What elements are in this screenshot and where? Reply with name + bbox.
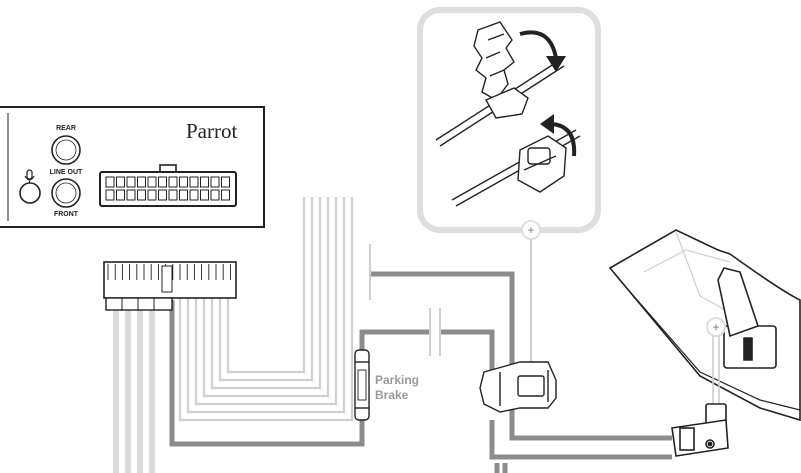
socket-pin [158,189,167,201]
inline-fuse [354,349,370,421]
socket-pin [126,189,136,201]
rotate-arrow-back-icon [551,122,577,157]
socket-pin [126,176,136,188]
socket-pin [137,189,146,201]
handbrake-console [608,229,801,422]
rotate-arrow-icon [519,30,558,59]
socket-pin [147,176,157,188]
socket-pin [189,176,199,188]
plus-badge-inset: + [528,225,534,237]
parking-brake-label-2: Brake [375,388,409,402]
dark-wires [169,271,672,473]
socket-pin [158,176,167,188]
plus-badge-handbrake: + [713,322,719,334]
socket-pin [210,189,220,201]
wire-splice-connector [479,361,557,413]
socket-pin [168,189,178,201]
splice-connector-closed [517,135,567,193]
jack-line-out-label: LINE OUT [50,169,83,176]
socket-pin [168,176,178,188]
socket-pin [200,176,209,188]
parking-brake-label-1: Parking [375,373,419,387]
handbrake-lever [717,267,777,369]
socket-pin [116,189,125,201]
socket-pin [189,189,199,201]
socket-pin [221,176,230,188]
rotate-arrow-head [546,56,566,72]
socket-pin [179,189,188,201]
mic-jack[interactable] [19,182,41,204]
socket-pin [147,189,157,201]
harness-plug [103,261,237,311]
angle-connector [671,403,729,457]
splice-connector-open [473,21,529,119]
head-unit-connector [99,164,237,207]
splice-inset: + [417,7,601,240]
rotate-arrow-back-head [540,114,554,134]
light-wire-bundle [113,300,155,473]
socket-pin [105,176,115,188]
socket-pin [116,176,125,188]
light-wire-loops [178,197,354,422]
socket-pin [221,189,230,201]
socket-pin [137,176,146,188]
socket-pin [210,176,220,188]
head-unit: Parrot REAR LINE OUT FRONT [0,106,265,228]
socket-pin [200,189,209,201]
socket-pin [179,176,188,188]
handbrake-wire [712,336,720,404]
socket-pin [105,189,115,201]
jack-rear-label: REAR [56,125,76,132]
jack-front-label: FRONT [54,211,79,218]
brand-logo: Parrot [186,119,237,143]
